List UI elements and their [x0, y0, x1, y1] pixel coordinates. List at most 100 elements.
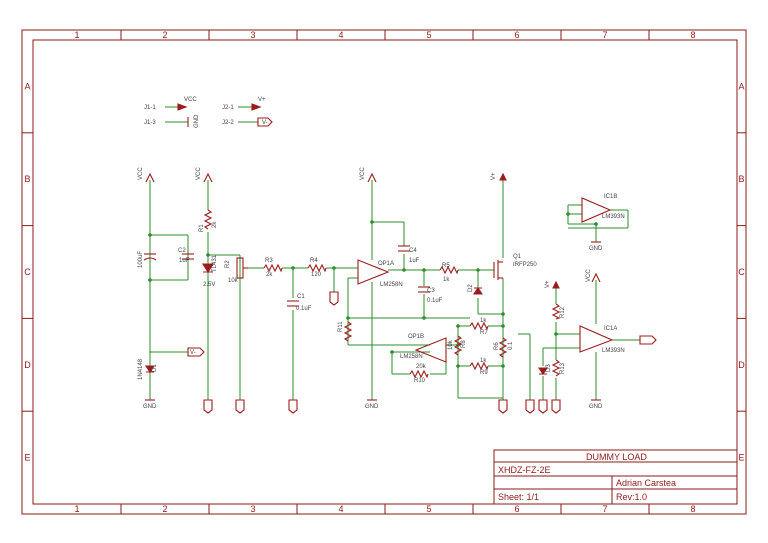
frame-row-label-right: C: [738, 267, 745, 277]
vcc-symbol-2: [203, 172, 213, 183]
label-gnd-4: GND: [589, 246, 603, 252]
flag-v-signal: [187, 347, 205, 357]
mosfet-q1: [493, 260, 503, 280]
label-vplus-connector: V+: [258, 97, 266, 103]
label-vminus-connector: V-: [262, 120, 268, 126]
frame-col-label-bottom: 6: [514, 504, 519, 514]
label-c3-value: 0.1uF: [427, 298, 443, 304]
label-d1-value: 1N4148: [138, 358, 144, 380]
zener-d2: [472, 287, 484, 295]
j2-1-arrow: [251, 103, 262, 111]
vplus-symbol-1: [499, 172, 507, 181]
label-vcc-connector: VCC: [184, 97, 197, 103]
frame-col-label-bottom: 8: [690, 504, 695, 514]
drawing-frame: [21, 29, 747, 515]
label-c4-value: 1uF: [409, 258, 420, 264]
label-c2: C2: [178, 248, 186, 254]
label-v-signal: V-: [190, 350, 196, 356]
frame-col-label-bottom: 3: [250, 504, 255, 514]
junction-dot: [206, 253, 210, 257]
flag-4: [329, 291, 339, 306]
junction-dot: [148, 278, 152, 282]
frame-col-label-top: 3: [250, 30, 255, 40]
j2-2-flag: [257, 117, 273, 127]
label-j22: J2-2: [222, 120, 234, 126]
label-c1: C1: [297, 294, 305, 300]
frame-row-label-left: A: [24, 81, 30, 91]
label-gnd-2: GND: [365, 404, 379, 410]
resistor-r11: [343, 321, 353, 342]
resistor-r1: [203, 209, 213, 230]
label-j13: J1-3: [144, 120, 156, 126]
frame-col-label-top: 8: [690, 30, 695, 40]
label-r9-value: 1k: [480, 358, 487, 364]
frame-ticks: [22, 30, 746, 514]
frame-col-label-bottom: 5: [426, 504, 431, 514]
label-d3: D3: [546, 364, 552, 372]
label-r9: R9: [480, 370, 488, 376]
label-d1: D1: [152, 364, 158, 372]
label-ic1a-ic: LM393N: [602, 348, 625, 354]
label-r1-value: 2k: [212, 221, 218, 228]
frame-col-label-top: 4: [338, 30, 343, 40]
frame-row-label-right: B: [738, 174, 744, 184]
capacitor-c1: [287, 300, 299, 307]
label-d2: D2: [468, 284, 474, 292]
label-gnd-connector: GND: [194, 114, 200, 128]
label-c2-value: 1uF: [179, 258, 190, 264]
resistor-r4: [307, 263, 327, 273]
label-tl431-value: 2.5V: [203, 282, 215, 288]
label-ic1b: IC1B: [604, 194, 617, 200]
label-vplus-1: V+: [491, 172, 497, 180]
ground-symbols: [145, 241, 601, 401]
label-tl431: TL431: [212, 254, 218, 272]
label-j11: J1-1: [144, 105, 156, 111]
junction-dot: [476, 268, 480, 272]
frame-col-label-top: 7: [602, 30, 607, 40]
label-op1a-ic: LM258N: [380, 282, 403, 288]
junction-dot: [346, 316, 350, 320]
flag-5: [498, 399, 508, 414]
flag-ic1a-out: [639, 335, 657, 345]
label-r5: R5: [442, 263, 450, 269]
zener-tl431: [202, 263, 214, 274]
label-c3: C3: [427, 288, 435, 294]
label-r10: R10: [414, 378, 426, 384]
frame-col-label-top: 5: [426, 30, 431, 40]
junction-dot: [501, 364, 505, 368]
junction-dot: [456, 324, 460, 328]
frame-row-label-right: A: [738, 81, 744, 91]
label-r13: R13: [560, 362, 566, 374]
junction-dot: [594, 222, 598, 226]
junction-dot: [566, 212, 570, 216]
diode-d3: [537, 367, 549, 375]
label-r4: R4: [310, 258, 318, 264]
label-j21: J2-1: [222, 105, 234, 111]
title-block: DUMMY LOAD XHDZ-FZ-2E Adrian Carstea She…: [493, 449, 738, 505]
frame-row-label-left: E: [24, 453, 30, 463]
junction-dot: [148, 233, 152, 237]
label-vcc-1: VCC: [138, 167, 144, 180]
frame-row-label-left: D: [24, 360, 31, 370]
label-r2-value: 10k: [228, 278, 239, 284]
label-vcc-3: VCC: [360, 167, 366, 180]
resistor-r3: [263, 263, 283, 273]
flag-1: [203, 399, 213, 414]
j1-1-arrow: [177, 103, 188, 111]
label-r12: R12: [560, 306, 566, 318]
title-block-title: DUMMY LOAD: [586, 452, 647, 462]
junction-dot: [332, 266, 336, 270]
junction-dot: [501, 324, 505, 328]
label-gnd-3: GND: [589, 404, 603, 410]
frame-col-label-top: 2: [162, 30, 167, 40]
label-vcc-2: VCC: [196, 167, 202, 180]
junction-dot: [291, 266, 295, 270]
label-ic1b-ic: LM393N: [602, 214, 625, 220]
junction-dot: [422, 268, 426, 272]
label-op1b-ic: LM258N: [400, 354, 423, 360]
resistor-r8: [453, 335, 463, 356]
